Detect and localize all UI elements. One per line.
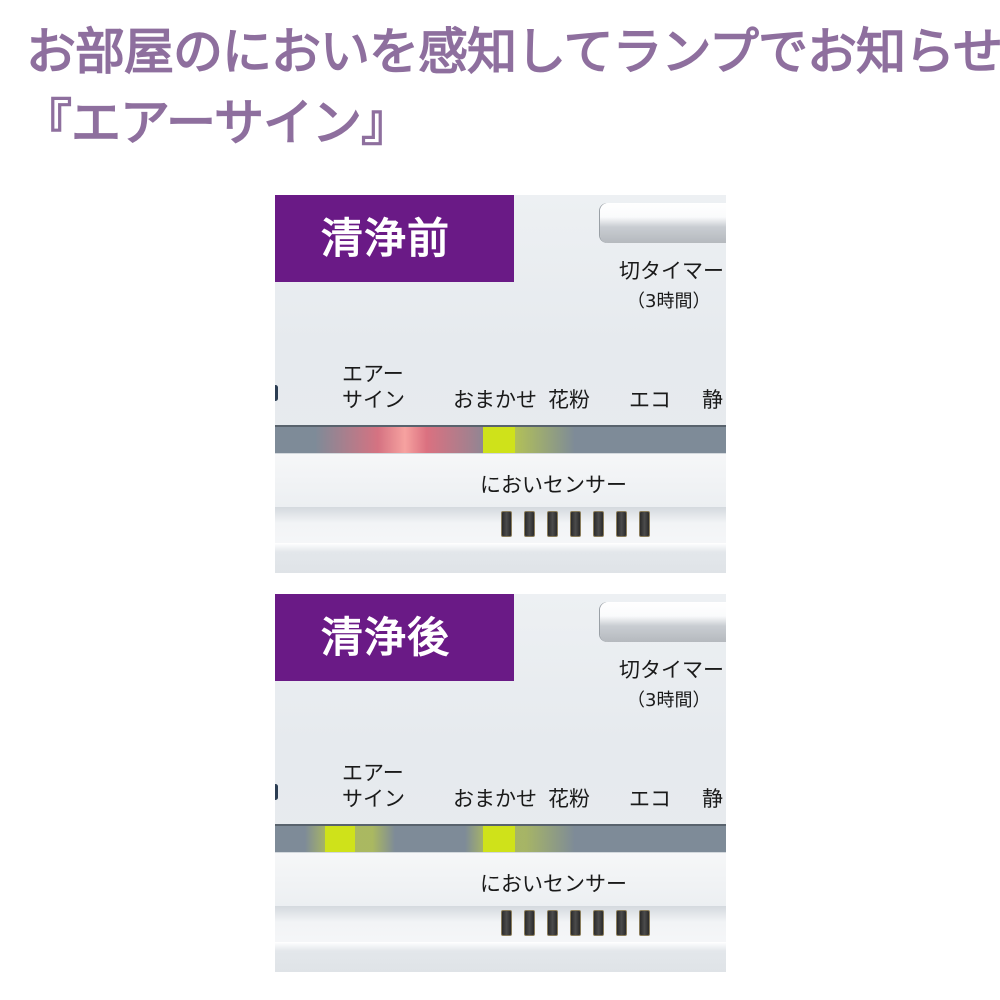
mode-omakase: おまかせ xyxy=(453,388,537,412)
vent-slot xyxy=(616,910,627,936)
vent-slot xyxy=(570,910,581,936)
mode-air-sign-line1: エアー xyxy=(342,362,404,386)
badge-after: 清浄後 xyxy=(275,594,514,681)
timer-label: 切タイマー xyxy=(619,658,724,682)
headline-line2: 『エアーサイン』 xyxy=(22,94,411,152)
vent-slot xyxy=(593,910,604,936)
led-omakase-green xyxy=(483,427,515,453)
mode-sei: 静 xyxy=(702,787,723,811)
headline-line1: お部屋のにおいを感知してランプでお知らせ xyxy=(26,23,1000,81)
timer-button[interactable] xyxy=(600,203,726,243)
edge-indicator-icon xyxy=(275,784,278,800)
timer-sub-label: （3時間） xyxy=(627,690,711,711)
sensor-strip xyxy=(275,453,726,507)
odor-sensor-label: においセンサー xyxy=(480,473,627,497)
vent-slot xyxy=(547,910,558,936)
sensor-strip xyxy=(275,852,726,906)
vent-slot xyxy=(616,511,627,537)
led-omakase-glow xyxy=(465,826,575,852)
led-omakase-glow xyxy=(515,427,575,453)
vent-slot xyxy=(501,910,512,936)
vent-slot xyxy=(547,511,558,537)
vent-slot xyxy=(570,511,581,537)
mode-eco: エコ xyxy=(629,388,671,412)
badge-before: 清浄前 xyxy=(275,195,514,282)
mode-kafun: 花粉 xyxy=(548,787,590,811)
panel-after-cleaning: 清浄後 切タイマー （3時間） エアー サイン おまかせ 花粉 エコ 静 におい… xyxy=(275,594,726,972)
base-strip xyxy=(275,942,726,972)
sensor-vent-strip xyxy=(275,906,726,942)
vent-slot xyxy=(639,910,650,936)
vent-slot xyxy=(501,511,512,537)
base-strip xyxy=(275,543,726,573)
vent-slot xyxy=(524,511,535,537)
panel-before-cleaning: 清浄前 切タイマー （3時間） エアー サイン おまかせ 花粉 エコ 静 におい… xyxy=(275,195,726,573)
led-air-sign-green xyxy=(325,826,355,852)
mode-kafun: 花粉 xyxy=(548,388,590,412)
mode-air-sign-line1: エアー xyxy=(342,761,404,785)
mode-eco: エコ xyxy=(629,787,671,811)
led-indicator-bar xyxy=(275,425,726,453)
mode-omakase: おまかせ xyxy=(453,787,537,811)
vent-slot xyxy=(524,910,535,936)
led-omakase-green xyxy=(483,826,515,852)
vent-slot xyxy=(639,511,650,537)
mode-air-sign-line2: サイン xyxy=(342,787,405,811)
edge-indicator-icon xyxy=(275,385,278,401)
odor-sensor-label: においセンサー xyxy=(480,872,627,896)
led-indicator-bar xyxy=(275,824,726,852)
mode-sei: 静 xyxy=(702,388,723,412)
timer-label: 切タイマー xyxy=(619,259,724,283)
led-air-sign-red-glow xyxy=(315,427,495,453)
mode-air-sign-line2: サイン xyxy=(342,388,405,412)
sensor-vent-strip xyxy=(275,507,726,543)
timer-sub-label: （3時間） xyxy=(627,291,711,312)
timer-button[interactable] xyxy=(600,602,726,642)
vent-slot xyxy=(593,511,604,537)
